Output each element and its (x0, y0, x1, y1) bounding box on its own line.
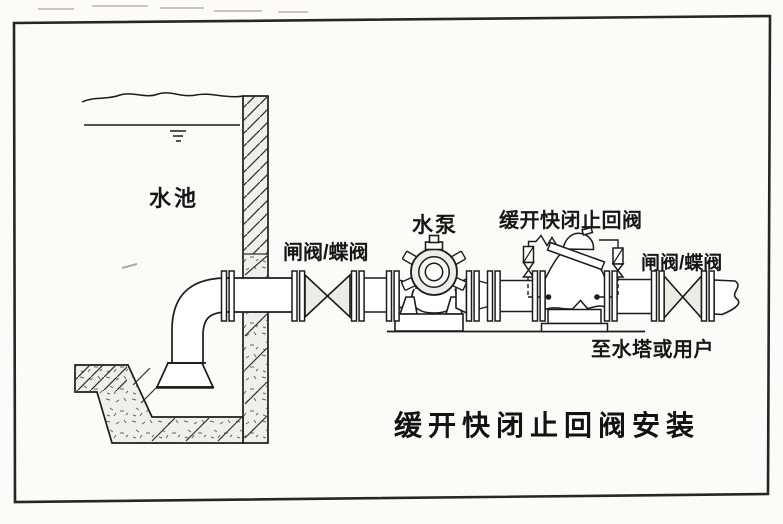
pump-top-knob (428, 234, 440, 244)
figure-border (12, 14, 772, 504)
pump-label: 水泵 (412, 214, 458, 237)
pilot-valve-right (594, 239, 625, 300)
inlet-gate-valve (304, 273, 351, 319)
reservoir-water (81, 92, 244, 142)
pool-label: 水池 (149, 186, 200, 211)
pilot-supply-right (599, 239, 619, 248)
tap-dot-right (594, 294, 600, 300)
inlet-valve-label: 闸阀/蝶阀 (283, 242, 369, 264)
pipe-break-end (713, 279, 740, 316)
pump (394, 234, 468, 332)
valve-bowtie (663, 273, 703, 321)
bell-mouth (155, 362, 215, 388)
water-level-mark (170, 130, 186, 142)
check-valve-bonnet-plate (546, 241, 606, 271)
scan-artifacts (38, 5, 308, 269)
check-valve-label: 缓开快闭止回阀 (499, 210, 643, 232)
check-valve-base (540, 322, 609, 333)
valve-bowtie (304, 273, 351, 319)
pit-lining (74, 364, 244, 444)
outlet-valve-label: 闸阀/蝶阀 (641, 253, 723, 274)
pilot-supply-left (527, 234, 557, 247)
check-valve (522, 226, 625, 333)
reservoir-wall (242, 95, 269, 444)
water-surface (81, 92, 244, 103)
check-valve-pedestal (547, 308, 602, 325)
suction-line (155, 277, 293, 389)
outlet-gate-valve (663, 273, 703, 321)
pump-hub (424, 262, 444, 282)
figure-title: 缓开快闭止回阀安装 (394, 411, 701, 442)
check-valve-dome-knob (581, 226, 594, 236)
outlet-note-label: 至水塔或用户 (591, 339, 714, 361)
check-valve-dome (562, 232, 595, 251)
wall-crossing-pipe (233, 278, 293, 312)
pump-base (394, 313, 464, 332)
tap-dot-left (545, 294, 552, 300)
